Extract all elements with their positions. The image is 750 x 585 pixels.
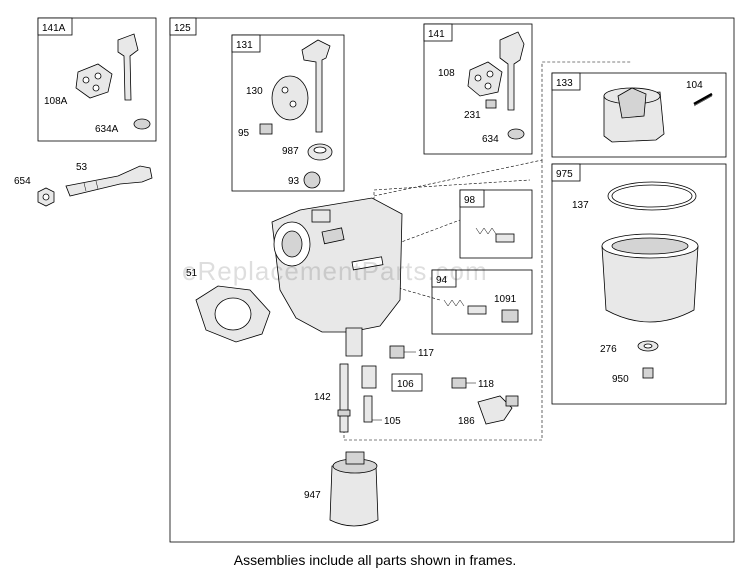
screw-part-950 xyxy=(642,367,654,379)
label-117: 117 xyxy=(418,348,434,359)
screw-part-231 xyxy=(485,99,497,109)
fitting-part-53 xyxy=(65,165,153,197)
frame-106: 106 xyxy=(391,373,423,392)
label-130: 130 xyxy=(246,86,263,97)
frame-975-tag: 975 xyxy=(556,169,573,180)
bowl-part-975 xyxy=(601,245,699,323)
label-118: 118 xyxy=(478,379,494,390)
frame-141-tag: 141 xyxy=(428,29,445,40)
frame-94: 94 1091 xyxy=(431,269,533,335)
plate-part-108a xyxy=(75,63,113,99)
label-1091: 1091 xyxy=(494,294,517,305)
solenoid-part-947 xyxy=(329,465,379,527)
spring-part-634a xyxy=(133,118,151,130)
lower-parts: 142 117 118 105 186 947 xyxy=(304,345,519,527)
label-950: 950 xyxy=(612,374,629,385)
diagram-caption: Assemblies include all parts shown in fr… xyxy=(233,552,517,568)
frame-94-tag: 94 xyxy=(436,275,448,286)
plate-part-130 xyxy=(271,75,309,121)
label-105: 105 xyxy=(384,416,401,427)
needle-part-1091 xyxy=(501,309,519,323)
jet-part-117 xyxy=(389,345,405,359)
frame-975: 975 137 276 950 xyxy=(551,163,727,405)
shaft-part-141 xyxy=(499,31,525,111)
nozzle-part-142 xyxy=(339,363,349,433)
pin-part-104 xyxy=(693,92,713,106)
frame-125: 125 xyxy=(169,17,735,543)
label-142: 142 xyxy=(314,392,331,403)
label-51: 51 xyxy=(186,268,198,279)
watermark-text: eReplacementParts.com xyxy=(182,256,488,286)
label-53: 53 xyxy=(76,162,88,173)
frame-131-tag: 131 xyxy=(236,40,253,51)
label-634a: 634A xyxy=(95,124,119,135)
label-104: 104 xyxy=(686,80,703,91)
label-654: 654 xyxy=(14,176,31,187)
spring-part-94 xyxy=(443,299,465,307)
screw-part-118 xyxy=(451,377,467,389)
frame-131: 131 130 95 987 93 xyxy=(231,34,345,192)
label-186: 186 xyxy=(458,416,475,427)
spring-part-634 xyxy=(507,128,525,140)
plate-part-108 xyxy=(467,61,503,97)
label-276: 276 xyxy=(600,344,617,355)
frame-133: 133 104 xyxy=(551,72,727,158)
carburetor-body xyxy=(271,197,403,357)
gear-part-93 xyxy=(303,171,321,189)
frame-141a-tag: 141A xyxy=(42,23,66,34)
elbow-part-186 xyxy=(477,395,513,425)
label-987: 987 xyxy=(282,146,299,157)
label-634: 634 xyxy=(482,134,499,145)
label-108: 108 xyxy=(438,68,455,79)
shaft-part-141a xyxy=(117,33,139,101)
frame-98-tag: 98 xyxy=(464,195,476,206)
shaft-part-131 xyxy=(301,39,331,133)
frame-98: 98 xyxy=(459,189,533,259)
screw-part-95 xyxy=(259,123,273,135)
label-93: 93 xyxy=(288,176,300,187)
spring-part-98 xyxy=(475,227,497,235)
label-108a: 108A xyxy=(44,96,68,107)
gasket-part-51: 51 xyxy=(186,268,271,343)
frame-141: 141 108 231 634 xyxy=(423,23,533,155)
label-137: 137 xyxy=(572,200,589,211)
frame-141a: 141A 108A 634A xyxy=(37,17,157,142)
frame-106-tag: 106 xyxy=(397,379,414,390)
screw-part-94 xyxy=(467,305,487,315)
label-947: 947 xyxy=(304,490,321,501)
loose-parts-left: 654 53 xyxy=(14,162,153,207)
frame-133-tag: 133 xyxy=(556,78,573,89)
screw-part-98 xyxy=(495,233,515,243)
frame-125-tag: 125 xyxy=(174,23,191,34)
valve-part-105 xyxy=(363,395,373,423)
sleeve-part-106 xyxy=(361,365,377,389)
label-231: 231 xyxy=(464,110,481,121)
label-95: 95 xyxy=(238,128,250,139)
